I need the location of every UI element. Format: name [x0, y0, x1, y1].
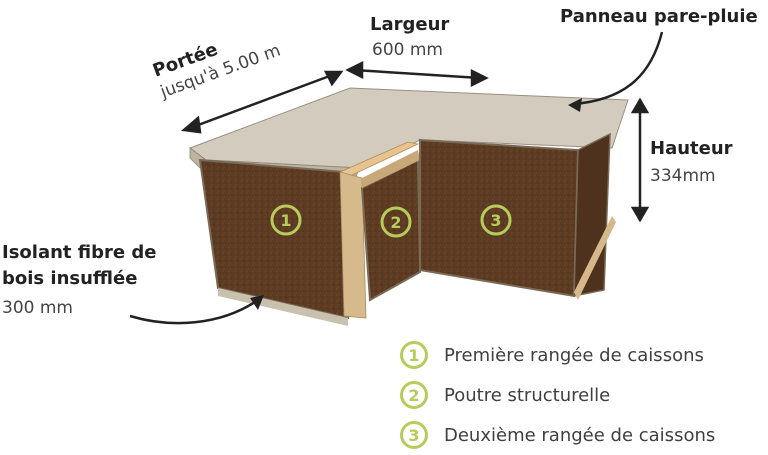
- legend-text-3: Deuxième rangée de caissons: [444, 424, 716, 446]
- largeur-arrow: [345, 60, 489, 88]
- isolant-leader: [129, 298, 259, 325]
- hauteur-value: 334mm: [650, 166, 716, 186]
- legend-badge-2: 2: [400, 381, 428, 409]
- hauteur-title: Hauteur: [650, 138, 733, 159]
- largeur-title: Largeur: [370, 14, 450, 35]
- beam-front: [339, 171, 367, 319]
- portee-arrow: [181, 70, 344, 134]
- legend-item-2: 2 Poutre structurelle: [400, 378, 610, 412]
- isolant-title-1: Isolant fibre de: [2, 242, 157, 263]
- isolant-leader-head: [250, 295, 264, 310]
- beam-side: [362, 150, 420, 188]
- legend-badge-1: 1: [400, 341, 428, 369]
- marker-1: 1: [270, 204, 302, 236]
- legend-item-1: 1 Première rangée de caissons: [400, 338, 704, 372]
- legend-badge-3: 3: [400, 421, 428, 449]
- panneau-title: Panneau pare-pluie: [560, 6, 758, 27]
- marker-3-label: 3: [490, 211, 501, 230]
- marker-3: 3: [480, 204, 512, 236]
- largeur-value: 600 mm: [372, 40, 443, 60]
- marker-2-label: 2: [390, 213, 401, 232]
- caisson-1-frame-bottom: [218, 288, 348, 326]
- legend-text-2: Poutre structurelle: [444, 384, 611, 406]
- caisson-3-side: [573, 132, 611, 297]
- hauteur-arrow: [630, 97, 650, 223]
- panneau-leader-head: [568, 98, 582, 112]
- panneau-leader: [573, 31, 664, 106]
- legend-item-3: 3 Deuxième rangée de caissons: [400, 418, 715, 452]
- marker-2: 2: [380, 206, 412, 238]
- isolant-title-2: bois insufflée: [2, 268, 138, 289]
- isolant-value: 300 mm: [2, 298, 73, 318]
- marker-1-label: 1: [280, 211, 291, 230]
- legend-text-1: Première rangée de caissons: [444, 344, 704, 366]
- right-frame-bottom: [574, 216, 616, 300]
